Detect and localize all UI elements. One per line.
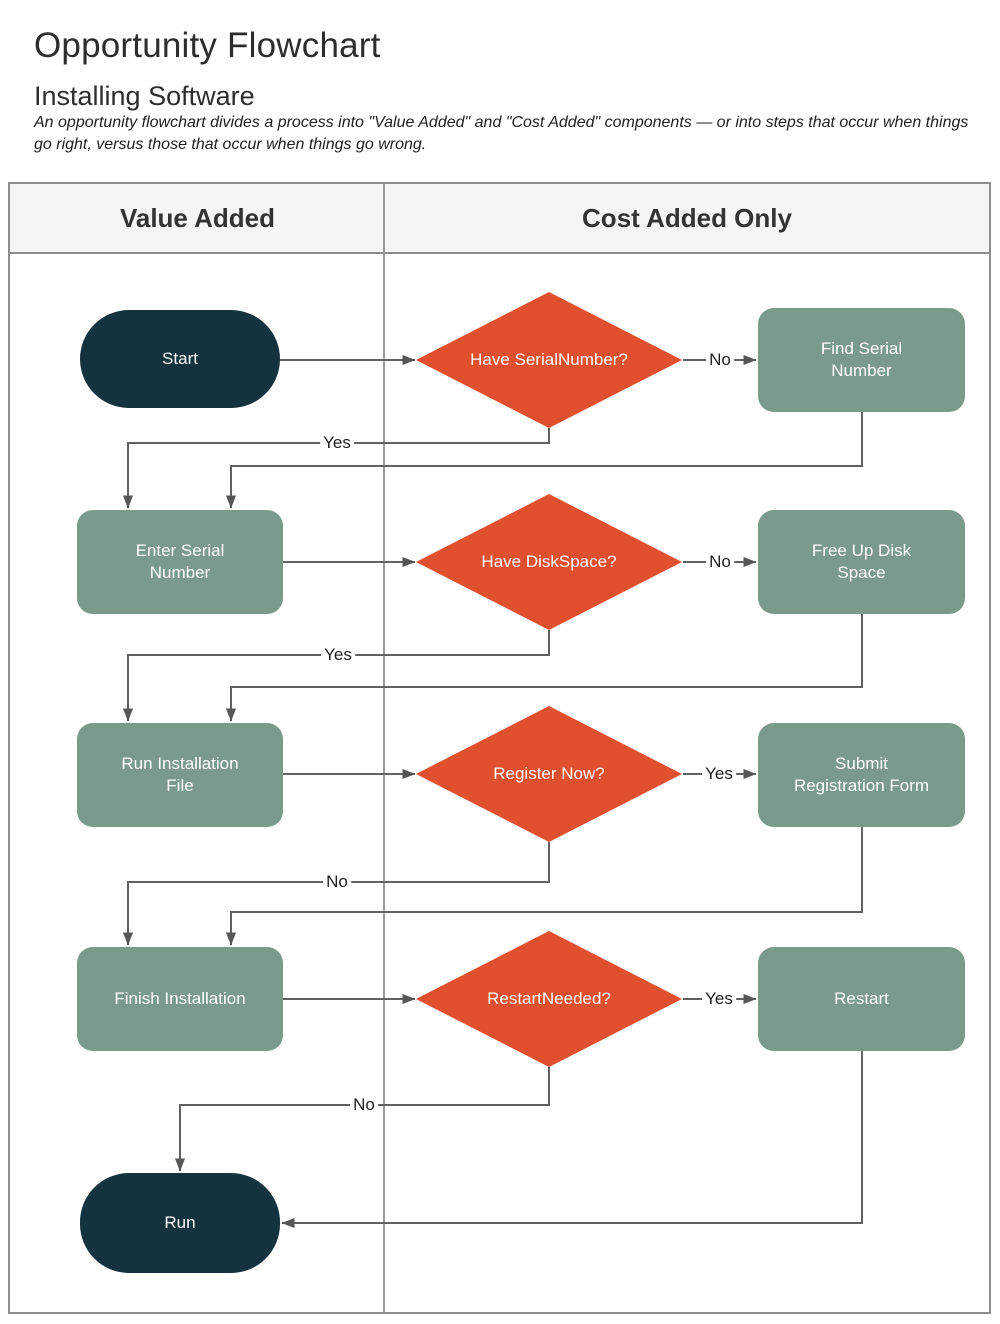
node-have-serial-number-label: Have SerialNumber?	[470, 349, 628, 369]
edge-label-no-restart-needed: No	[350, 1095, 378, 1115]
node-start: Start	[80, 310, 280, 408]
diamond-shape: Have SerialNumber?	[416, 292, 682, 428]
lane-header-value-added: Value Added	[119, 202, 276, 233]
edge-label-no-have-serial: No	[706, 350, 734, 370]
node-have-disk-space: Have DiskSpace?	[416, 494, 682, 630]
node-have-disk-space-label: Have DiskSpace?	[481, 551, 617, 571]
node-have-serial-number: Have SerialNumber?	[416, 292, 682, 428]
swimlane-header-row: Value Added Cost Added Only	[10, 184, 989, 254]
node-restart-needed-label: RestartNeeded?	[487, 988, 611, 1008]
edge-label-yes-register: Yes	[702, 764, 736, 784]
lane-divider	[383, 184, 385, 1312]
diamond-shape: Have DiskSpace?	[416, 494, 682, 630]
node-restart-label: Restart	[834, 988, 889, 1008]
node-start-label: Start	[162, 348, 198, 368]
node-finish-installation: Finish Installation	[77, 947, 283, 1051]
node-restart-needed: RestartNeeded?	[416, 931, 682, 1067]
node-register-now: Register Now?	[416, 706, 682, 842]
page-description: An opportunity flowchart divides a proce…	[34, 114, 969, 154]
lane-header-cost-added-only: Cost Added Only	[582, 202, 792, 233]
node-run-label: Run	[164, 1212, 196, 1232]
page-title: Opportunity Flowchart	[34, 26, 381, 65]
edge-label-yes-have-disk: Yes	[321, 645, 355, 665]
node-finish-installation-label: Finish Installation	[114, 988, 246, 1008]
edge-label-no-register: No	[323, 872, 351, 892]
node-run: Run	[80, 1173, 280, 1273]
diamond-shape: Register Now?	[416, 706, 682, 842]
edge-label-yes-restart-needed: Yes	[702, 989, 736, 1009]
node-restart: Restart	[758, 947, 965, 1051]
diamond-shape: RestartNeeded?	[416, 931, 682, 1067]
edge-label-no-have-disk: No	[706, 552, 734, 572]
node-register-now-label: Register Now?	[493, 763, 605, 783]
page-subtitle: Installing Software	[34, 81, 255, 111]
edge-label-yes-have-serial: Yes	[320, 433, 354, 453]
